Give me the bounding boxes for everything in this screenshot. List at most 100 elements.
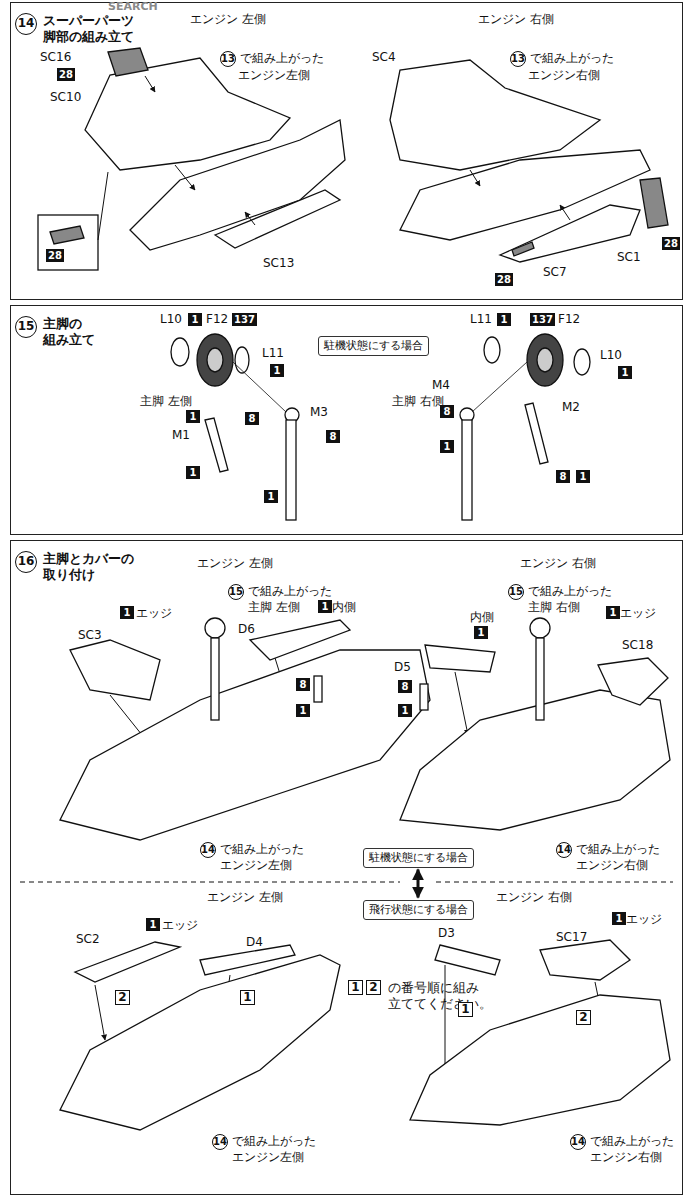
paint-code: 28 bbox=[662, 237, 680, 250]
step-reference: 13 bbox=[510, 51, 526, 67]
separator bbox=[20, 882, 673, 883]
state-label: 駐機状態にする場合 bbox=[369, 851, 468, 864]
part-label: D3 bbox=[438, 926, 455, 940]
part-label: F12 bbox=[206, 312, 228, 326]
step-number: 15 bbox=[15, 316, 37, 338]
part-label: で組み上がった bbox=[576, 842, 660, 856]
part-outline bbox=[425, 645, 495, 672]
part-label: の番号順に組み 立ててください。 bbox=[388, 980, 518, 1012]
step-title: スーパーパーツ 脚部の組み立て bbox=[43, 13, 143, 45]
part-outline bbox=[205, 418, 228, 472]
part-outline bbox=[205, 618, 225, 638]
paint-code: 1 bbox=[318, 600, 332, 613]
part-label: D5 bbox=[394, 660, 411, 674]
paint-code: 1 bbox=[497, 313, 511, 326]
order-number: 1 bbox=[240, 990, 255, 1005]
part-label: エンジン 左側 bbox=[207, 890, 283, 904]
part-label: エンジン 右側 bbox=[478, 12, 554, 26]
part-outline bbox=[250, 620, 350, 660]
part-outline bbox=[175, 165, 195, 190]
paint-code: 1 bbox=[264, 490, 278, 503]
part-label: で組み上がった bbox=[528, 584, 612, 598]
part-outline bbox=[197, 334, 233, 386]
engines-16-parked bbox=[60, 618, 670, 840]
part-outline bbox=[215, 190, 340, 248]
part-outline bbox=[390, 60, 600, 170]
part-label: エンジン右側 bbox=[590, 1150, 662, 1164]
paint-code: 1 bbox=[474, 626, 488, 639]
part-label: で組み上がった bbox=[530, 51, 614, 65]
part-outline bbox=[20, 882, 400, 883]
paint-code: 1 bbox=[186, 410, 200, 423]
paint-code: 28 bbox=[495, 273, 513, 286]
state-box: 駐機状態にする場合 bbox=[318, 336, 429, 356]
part-label: 内側 bbox=[332, 600, 356, 614]
part-label: エンジン左側 bbox=[220, 858, 292, 872]
order-number: 1 bbox=[458, 1002, 473, 1017]
order-number: 2 bbox=[366, 980, 381, 995]
part-label: L11 bbox=[470, 312, 492, 326]
paint-code: 8 bbox=[245, 412, 259, 425]
landing-gear-15 bbox=[171, 334, 590, 520]
part-outline bbox=[410, 995, 670, 1125]
part-label: エッジ bbox=[626, 912, 662, 926]
part-outline bbox=[314, 676, 322, 702]
part-outline bbox=[560, 205, 570, 220]
part-outline bbox=[540, 940, 630, 980]
part-label: 主脚 左側 bbox=[140, 394, 192, 408]
step-reference: 15 bbox=[508, 584, 524, 600]
part-label: SC7 bbox=[543, 265, 567, 279]
part-outline bbox=[200, 945, 295, 975]
paint-code: 1 bbox=[440, 440, 454, 453]
part-label: エンジン右側 bbox=[576, 858, 648, 872]
part-outline bbox=[470, 170, 480, 186]
part-label: エッジ bbox=[620, 606, 656, 620]
part-outline bbox=[286, 420, 296, 520]
paint-code: 28 bbox=[57, 68, 75, 81]
paint-code: 137 bbox=[530, 313, 555, 326]
part-outline bbox=[38, 215, 98, 270]
part-label: エンジン 左側 bbox=[197, 556, 273, 570]
part-outline bbox=[525, 403, 548, 464]
part-label: SC3 bbox=[78, 628, 102, 642]
part-outline bbox=[435, 945, 500, 975]
order-number: 1 bbox=[348, 980, 363, 995]
engine-left-14 bbox=[38, 48, 345, 270]
paint-code: 1 bbox=[296, 704, 310, 717]
part-outline bbox=[207, 348, 223, 372]
paint-code: 1 bbox=[398, 704, 412, 717]
part-label: L10 bbox=[600, 348, 622, 362]
paint-code: 137 bbox=[232, 313, 257, 326]
part-label: で組み上がった bbox=[220, 842, 304, 856]
part-label: エンジン左側 bbox=[238, 68, 310, 82]
part-label: D4 bbox=[246, 935, 263, 949]
part-label: エンジン左側 bbox=[232, 1150, 304, 1164]
part-label: SC10 bbox=[50, 90, 81, 104]
step-reference: 14 bbox=[200, 842, 216, 858]
paint-code: 1 bbox=[270, 364, 284, 377]
part-outline bbox=[420, 684, 428, 710]
paint-code: 8 bbox=[556, 470, 570, 483]
part-outline bbox=[455, 672, 468, 735]
step-reference: 14 bbox=[212, 1134, 228, 1150]
paint-code: 8 bbox=[398, 680, 412, 693]
step-number: 16 bbox=[15, 551, 37, 573]
part-outline bbox=[235, 347, 249, 373]
order-number: 2 bbox=[115, 990, 130, 1005]
step-number: 14 bbox=[15, 13, 37, 35]
part-outline bbox=[527, 334, 563, 386]
part-label: M2 bbox=[562, 400, 580, 414]
paint-code: 1 bbox=[612, 912, 626, 925]
part-outline bbox=[108, 48, 148, 76]
part-label: SC1 bbox=[617, 250, 641, 264]
paint-code: 1 bbox=[120, 606, 134, 619]
paint-code: 1 bbox=[188, 313, 202, 326]
state-label: 飛行状態にする場合 bbox=[369, 903, 468, 916]
part-outline bbox=[472, 362, 527, 412]
paint-code: 1 bbox=[576, 470, 590, 483]
part-label: SC4 bbox=[372, 50, 396, 64]
part-outline bbox=[95, 985, 105, 1040]
part-label: D6 bbox=[238, 622, 255, 636]
paint-code: 1 bbox=[606, 606, 620, 619]
